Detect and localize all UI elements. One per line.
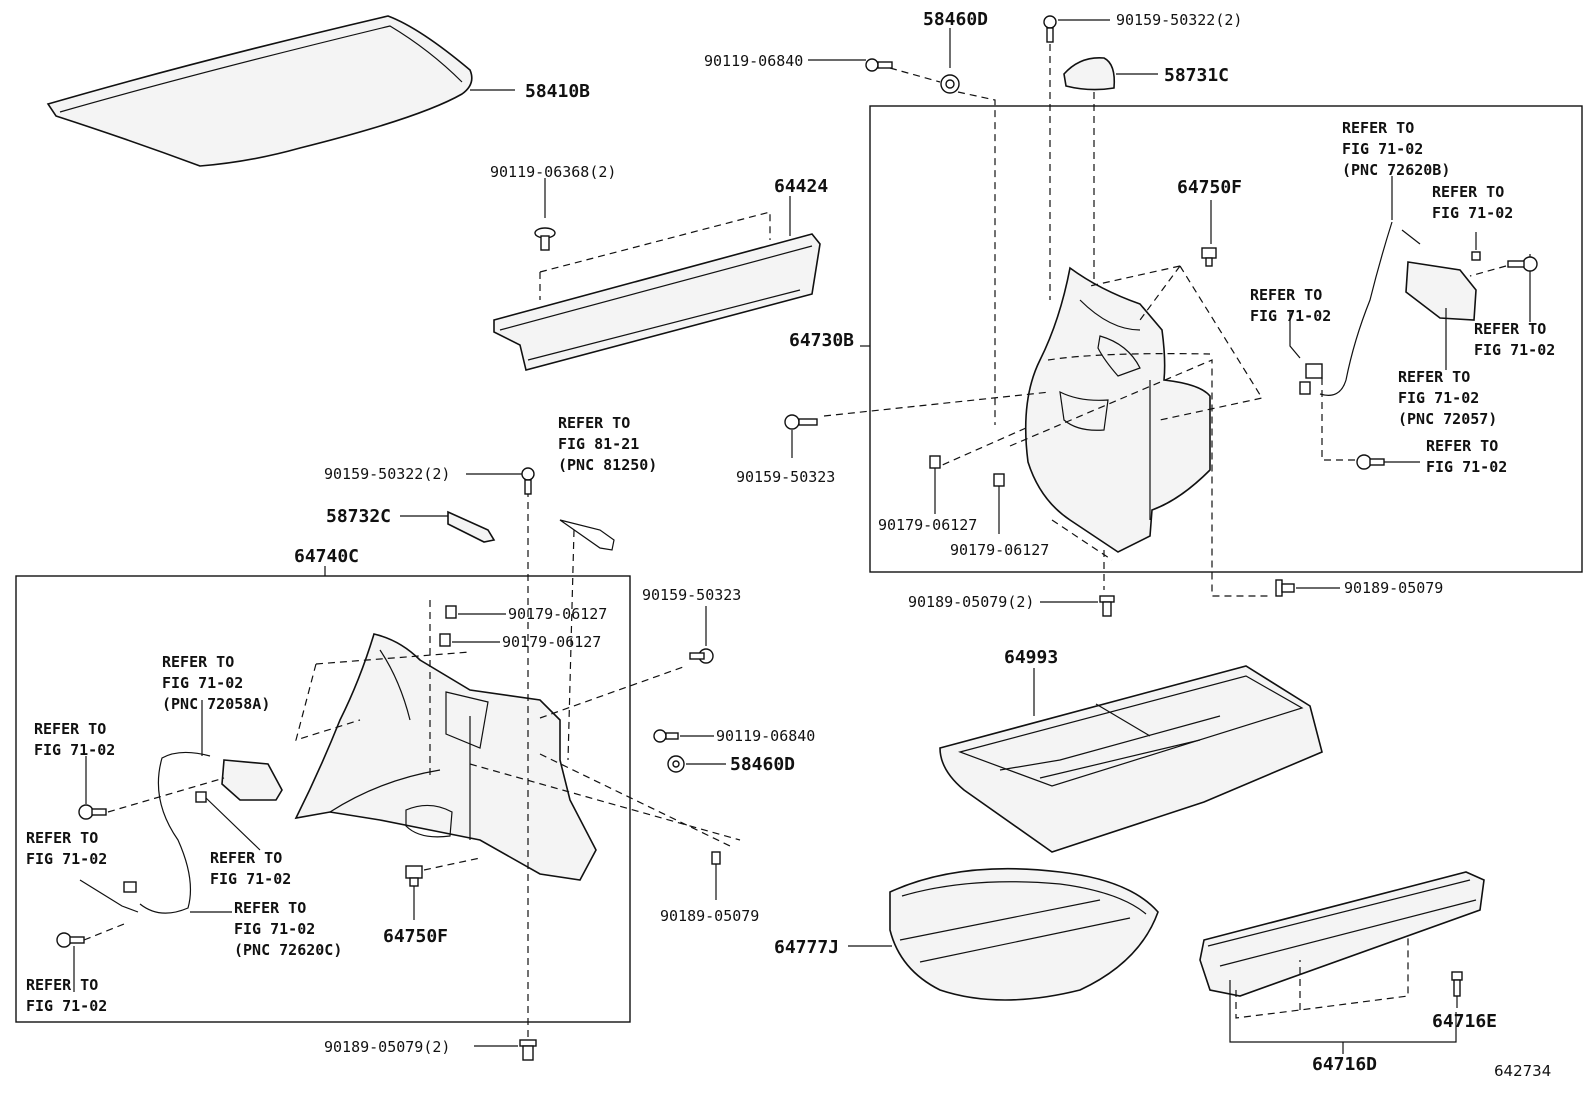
top-fasteners-drawing xyxy=(808,15,1158,450)
part-90189-05079-r2-icon xyxy=(1040,550,1115,617)
label-90119-06840-l: 90119-06840 xyxy=(716,727,815,745)
label-ref-72620C-2: FIG 71-02 xyxy=(234,920,315,938)
label-90189-05079-l: 90189-05079 xyxy=(660,907,759,925)
label-ref-72058A-3: (PNC 72058A) xyxy=(162,695,270,713)
part-90119-06840-bolt-icon xyxy=(865,58,893,72)
label-64424: 64424 xyxy=(774,176,828,197)
part-64750F-clip-icon-l xyxy=(405,857,481,920)
part-90159-50322-screw-icon-l xyxy=(466,467,535,495)
label-90179-06127-r2: 90179-06127 xyxy=(950,541,1049,559)
label-ref-72058A-1: REFER TO xyxy=(162,653,234,671)
part-90189-05079-l-icon xyxy=(711,851,721,900)
label-90119-06840-top: 90119-06840 xyxy=(704,52,803,70)
part-64740C-trim-drawing xyxy=(294,600,741,881)
label-64750F-l: 64750F xyxy=(383,926,448,947)
figure-number: 642734 xyxy=(1494,1062,1551,1080)
label-ref-h-1: REFER TO xyxy=(26,976,98,994)
label-ref-72058A-2: FIG 71-02 xyxy=(162,674,243,692)
part-90179-06127-clips-l xyxy=(439,605,506,647)
label-ref-81250-2: FIG 81-21 xyxy=(558,435,639,453)
label-58460D-l: 58460D xyxy=(730,754,795,775)
part-58460D-nut-icon-top xyxy=(940,74,960,94)
label-90159-50323-r: 90159-50323 xyxy=(736,468,835,486)
label-ref-f-2: FIG 71-02 xyxy=(26,850,107,868)
label-90179-06127-l1: 90179-06127 xyxy=(508,605,607,623)
label-ref-72620C-3: (PNC 72620C) xyxy=(234,941,342,959)
label-ref-b-1: REFER TO xyxy=(1250,286,1322,304)
part-58732C-drawing xyxy=(400,510,496,543)
label-90179-06127-l2: 90179-06127 xyxy=(502,633,601,651)
part-58460D-nut-icon-l xyxy=(667,755,726,773)
part-90159-50322-screw-icon-top xyxy=(1043,15,1057,43)
label-ref-d-1: REFER TO xyxy=(1426,437,1498,455)
part-64424-shelf-drawing xyxy=(493,178,821,371)
label-ref-a-2: FIG 71-02 xyxy=(1432,204,1513,222)
part-64730B-trim-drawing xyxy=(823,265,1272,597)
label-90179-06127-r1: 90179-06127 xyxy=(878,516,977,534)
label-90189-05079-r: 90189-05079 xyxy=(1344,579,1443,597)
part-64750F-clip-icon-top xyxy=(1201,200,1217,267)
part-58731C-cap-drawing xyxy=(1063,57,1116,91)
label-58410B: 58410B xyxy=(525,81,590,102)
part-58410B-cover-drawing xyxy=(46,15,515,167)
label-ref-c-1: REFER TO xyxy=(1474,320,1546,338)
assembly-box-64740C xyxy=(15,575,631,1023)
wiring-72620C-drawing xyxy=(56,700,283,992)
label-64716D: 64716D xyxy=(1312,1054,1377,1075)
part-64716E-clip-icon xyxy=(1451,971,1463,1008)
label-ref-h-2: FIG 71-02 xyxy=(26,997,107,1015)
label-ref-81250-1: REFER TO xyxy=(558,414,630,432)
label-64750F-top: 64750F xyxy=(1177,177,1242,198)
label-90159-50322-l: 90159-50322(2) xyxy=(324,465,450,483)
label-90119-06368: 90119-06368(2) xyxy=(490,163,616,181)
label-90189-05079-l2: 90189-05079(2) xyxy=(324,1038,450,1056)
label-ref-72057-3: (PNC 72057) xyxy=(1398,410,1497,428)
label-58460D-top: 58460D xyxy=(923,9,988,30)
label-ref-72620B-1: REFER TO xyxy=(1342,119,1414,137)
part-90179-06127-clips-r xyxy=(929,455,1005,534)
label-64777J: 64777J xyxy=(774,937,839,958)
part-90159-50323-screw-icon-r xyxy=(784,414,818,458)
label-64740C: 64740C xyxy=(294,546,359,567)
assembly-box-64730B xyxy=(869,105,1583,573)
label-ref-d-2: FIG 71-02 xyxy=(1426,458,1507,476)
label-90159-50323-l: 90159-50323 xyxy=(642,586,741,604)
label-58732C: 58732C xyxy=(326,506,391,527)
label-ref-72620B-2: FIG 71-02 xyxy=(1342,140,1423,158)
label-ref-72620C-1: REFER TO xyxy=(234,899,306,917)
label-64730B: 64730B xyxy=(789,330,854,351)
label-90159-50322-top: 90159-50322(2) xyxy=(1116,11,1242,29)
label-ref-72620B-3: (PNC 72620B) xyxy=(1342,161,1450,179)
part-90189-05079-l2-icon xyxy=(474,1039,537,1061)
label-64716E: 64716E xyxy=(1432,1011,1497,1032)
left-vertical-guides xyxy=(527,490,615,1040)
label-90189-05079-r2: 90189-05079(2) xyxy=(908,593,1034,611)
label-64993: 64993 xyxy=(1004,647,1058,668)
part-90119-06840-bolt-icon-l xyxy=(653,729,714,743)
part-64993-tray-drawing xyxy=(939,665,1323,853)
label-ref-a-1: REFER TO xyxy=(1432,183,1504,201)
label-ref-72057-2: FIG 71-02 xyxy=(1398,389,1479,407)
label-ref-g-2: FIG 71-02 xyxy=(210,870,291,888)
label-ref-e-2: FIG 71-02 xyxy=(34,741,115,759)
label-ref-c-2: FIG 71-02 xyxy=(1474,341,1555,359)
label-ref-e-1: REFER TO xyxy=(34,720,106,738)
label-ref-f-1: REFER TO xyxy=(26,829,98,847)
wiring-72620B-drawing xyxy=(1289,176,1538,470)
label-ref-g-1: REFER TO xyxy=(210,849,282,867)
label-ref-b-2: FIG 71-02 xyxy=(1250,307,1331,325)
part-64777J-tub-drawing xyxy=(848,867,1159,1001)
part-64716D-sill-drawing xyxy=(1199,871,1485,1054)
part-90159-50323-screw-icon-l xyxy=(689,606,714,664)
part-90189-05079-r-icon xyxy=(1275,579,1340,597)
label-ref-72057-1: REFER TO xyxy=(1398,368,1470,386)
label-58731C: 58731C xyxy=(1164,65,1229,86)
part-90119-06368-clip-icon xyxy=(534,227,556,251)
label-ref-81250-3: (PNC 81250) xyxy=(558,456,657,474)
